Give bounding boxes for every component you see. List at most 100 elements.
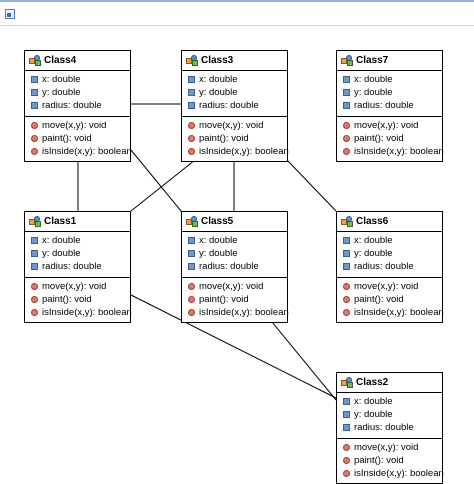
field-icon [188,102,195,109]
method-icon [31,122,38,129]
class1-box[interactable]: Class1 x: double y: double radius: doubl… [24,211,132,323]
attribute-text: x: double [42,235,81,246]
class2-name: Class2 [356,377,389,388]
field-icon [343,398,350,405]
operation-text: isInside(x,y): boolean [354,468,444,479]
attribute-text: y: double [354,87,393,98]
field-icon [343,263,350,270]
operation-row: move(x,y): void [337,441,442,454]
operation-text: move(x,y): void [42,281,107,292]
class4-box[interactable]: Class4 x: double y: double radius: doubl… [24,50,132,162]
operation-row: move(x,y): void [337,119,442,132]
class5-box[interactable]: Class5 x: double y: double radius: doubl… [181,211,289,323]
operation-text: isInside(x,y): boolean [354,146,444,157]
attribute-text: radius: double [354,261,414,272]
method-icon [188,296,195,303]
method-icon [343,148,350,155]
operation-text: paint(): void [354,455,404,466]
attribute-text: y: double [42,87,81,98]
attribute-row: radius: double [337,260,442,273]
class6-box[interactable]: Class6 x: double y: double radius: doubl… [336,211,444,323]
attribute-row: x: double [337,234,442,247]
operation-row: paint(): void [337,132,442,145]
operation-row: move(x,y): void [25,280,130,293]
class7-name: Class7 [356,55,389,66]
class-icon [29,55,42,66]
operation-row: paint(): void [337,454,442,467]
operation-text: isInside(x,y): boolean [354,307,444,318]
operation-row: move(x,y): void [182,280,287,293]
operation-row: paint(): void [25,132,130,145]
field-icon [188,263,195,270]
attribute-row: y: double [182,247,287,260]
operation-row: move(x,y): void [337,280,442,293]
attribute-row: y: double [337,86,442,99]
field-icon [188,89,195,96]
attribute-row: y: double [337,408,442,421]
attribute-row: x: double [182,73,287,86]
class-icon [341,55,354,66]
attribute-text: y: double [354,409,393,420]
class1-operations: move(x,y): void paint(): void isInside(x… [25,278,132,322]
class3-name: Class3 [201,55,234,66]
class3-box[interactable]: Class3 x: double y: double radius: doubl… [181,50,289,162]
method-icon [31,135,38,142]
attribute-row: radius: double [182,99,287,112]
operation-row: isInside(x,y): boolean [337,145,444,158]
operation-text: paint(): void [42,133,92,144]
method-icon [31,148,38,155]
attribute-row: radius: double [25,260,130,273]
field-icon [343,76,350,83]
class2-box[interactable]: Class2 x: double y: double radius: doubl… [336,372,444,484]
class1-header: Class1 [25,212,130,232]
field-icon [343,250,350,257]
attribute-text: radius: double [199,261,259,272]
class7-box[interactable]: Class7 x: double y: double radius: doubl… [336,50,444,162]
method-icon [188,135,195,142]
class-icon [341,377,354,388]
class-icon [29,216,42,227]
attribute-row: x: double [25,234,130,247]
edge-class3-class6 [286,159,337,212]
operation-text: isInside(x,y): boolean [42,307,132,318]
method-icon [31,296,38,303]
attribute-row: x: double [182,234,287,247]
class7-header: Class7 [337,51,442,71]
field-icon [31,250,38,257]
class2-header: Class2 [337,373,442,393]
window-toolbar [0,0,474,26]
class4-name: Class4 [44,55,77,66]
attribute-text: x: double [354,235,393,246]
method-icon [343,457,350,464]
class2-operations: move(x,y): void paint(): void isInside(x… [337,439,444,483]
operation-text: isInside(x,y): boolean [42,146,132,157]
operation-row: isInside(x,y): boolean [337,306,444,319]
field-icon [188,237,195,244]
attribute-row: y: double [337,247,442,260]
method-icon [343,470,350,477]
attribute-text: x: double [42,74,81,85]
class-icon [186,216,199,227]
class4-operations: move(x,y): void paint(): void isInside(x… [25,117,132,161]
class5-name: Class5 [201,216,234,227]
method-icon [188,148,195,155]
class4-attributes: x: double y: double radius: double [25,71,130,117]
attribute-text: y: double [42,248,81,259]
class5-operations: move(x,y): void paint(): void isInside(x… [182,278,289,322]
attribute-text: x: double [199,235,238,246]
class-icon [186,55,199,66]
method-icon [343,122,350,129]
window-icon[interactable] [5,9,15,19]
field-icon [343,411,350,418]
field-icon [31,237,38,244]
method-icon [343,283,350,290]
method-icon [188,283,195,290]
attribute-row: radius: double [25,99,130,112]
attribute-text: radius: double [42,100,102,111]
attribute-text: y: double [199,87,238,98]
attribute-row: radius: double [182,260,287,273]
attribute-text: x: double [354,74,393,85]
operation-row: paint(): void [182,293,287,306]
class6-attributes: x: double y: double radius: double [337,232,442,278]
field-icon [343,424,350,431]
